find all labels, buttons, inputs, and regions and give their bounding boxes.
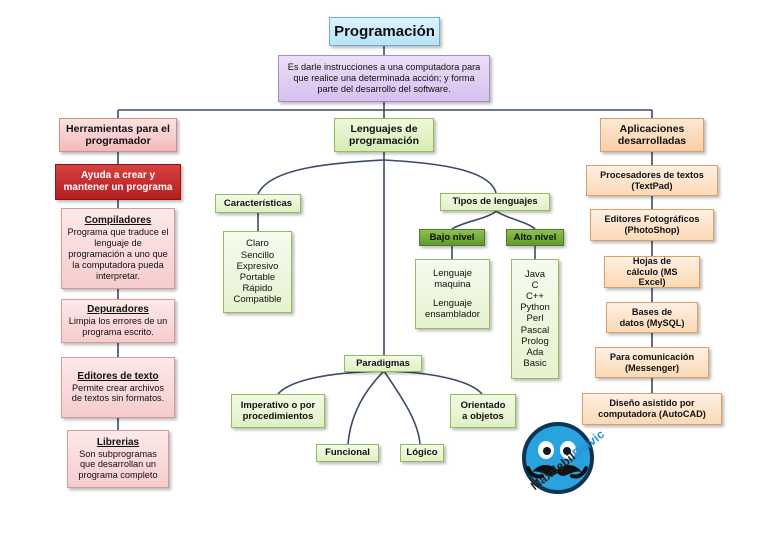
tipos-box: Tipos de lenguajes <box>440 193 550 211</box>
herramientas-intro-box: Ayuda a crear y mantener un programa <box>55 164 181 200</box>
aplicaciones-heading-box: Aplicaciones desarrolladas <box>600 118 704 152</box>
alto-nivel-item: C++ <box>526 290 544 302</box>
editores-texto-title: Editores de texto <box>77 370 159 382</box>
app-autocad-box: Diseño asistido por computadora (AutoCAD… <box>582 393 722 425</box>
bajo-nivel-box: Bajo nivel <box>419 229 485 246</box>
paradigma-funcional: Funcional <box>325 447 370 459</box>
title-box: Programación <box>329 17 440 46</box>
aplicaciones-heading: Aplicaciones desarrolladas <box>617 122 687 147</box>
app-mysql-box: Bases de datos (MySQL) <box>606 302 698 333</box>
editores-texto-box: Editores de texto Permite crear archivos… <box>61 357 175 418</box>
app-excel-box: Hojas de cálculo (MS Excel) <box>604 256 700 288</box>
herramientas-heading: Herramientas para el programador <box>66 122 170 147</box>
caracteristica-item: Claro <box>246 238 269 250</box>
alto-nivel-item: Basic <box>523 358 547 370</box>
caracteristica-item: Rápido <box>242 283 273 295</box>
bajo-nivel-label: Bajo nivel <box>429 231 475 243</box>
app-item: Editores Fotográficos (PhotoShop) <box>604 214 700 235</box>
alto-nivel-label: Alto nivel <box>513 231 557 243</box>
alto-nivel-item: Perl <box>526 313 544 325</box>
paradigma-imperativo-box: Imperativo o por procedimientos <box>231 394 325 428</box>
alto-nivel-box: Alto nivel <box>506 229 564 246</box>
alto-nivel-list: Java C C++ Python Perl Pascal Prolog Ada… <box>511 259 559 379</box>
paradigmas-label: Paradigmas <box>356 357 410 369</box>
herramientas-intro: Ayuda a crear y mantener un programa <box>63 170 173 193</box>
alto-nivel-item: Python <box>520 302 550 314</box>
depuradores-text: Limpia los errores de un programa escrit… <box>68 316 168 337</box>
depuradores-title: Depuradores <box>87 304 149 316</box>
page-title: Programación <box>334 22 435 40</box>
paradigma-imperativo: Imperativo o por procedimientos <box>240 399 316 422</box>
depuradores-box: Depuradores Limpia los errores de un pro… <box>61 299 175 343</box>
alto-nivel-item: Prolog <box>521 335 549 347</box>
compiladores-title: Compiladores <box>84 215 152 227</box>
paradigmas-box: Paradigmas <box>344 355 422 372</box>
caracteristica-item: Expresivo <box>236 260 279 272</box>
caracteristicas-label: Características <box>223 197 293 209</box>
caracteristicas-box: Características <box>215 194 301 213</box>
bajo-nivel-item: Lenguaje ensamblador <box>425 298 480 321</box>
herramientas-heading-box: Herramientas para el programador <box>59 118 177 152</box>
caracteristicas-list: Claro Sencillo Expresivo Portable Rápido… <box>223 231 292 313</box>
definition-box: Es darle instrucciones a una computadora… <box>278 55 490 102</box>
alto-nivel-item: Pascal <box>520 324 550 336</box>
bajo-nivel-list: Lenguaje maquina Lenguaje ensamblador <box>415 259 490 329</box>
compiladores-text: Programa que traduce el lenguaje de prog… <box>67 227 169 281</box>
lenguajes-heading-box: Lenguajes de programación <box>334 118 434 152</box>
app-item: Hojas de cálculo (MS Excel) <box>626 255 678 288</box>
definition-text: Es darle instrucciones a una computadora… <box>287 62 481 94</box>
paradigma-objetos: Orientado a objetos <box>460 399 506 422</box>
lenguajes-heading: Lenguajes de programación <box>348 122 419 147</box>
caracteristica-item: Portable <box>239 272 276 283</box>
compiladores-box: Compiladores Programa que traduce el len… <box>61 208 175 289</box>
librerias-text: Son subprogramas que desarrollan un prog… <box>78 448 158 481</box>
app-item: Bases de datos (MySQL) <box>619 306 685 328</box>
tipos-label: Tipos de lenguajes <box>452 196 538 208</box>
librerias-title: Librerias <box>96 436 140 448</box>
app-messenger-box: Para comunicación (Messenger) <box>595 347 709 378</box>
app-photoshop-box: Editores Fotográficos (PhotoShop) <box>590 209 714 241</box>
caracteristica-item: Compatible <box>233 294 282 306</box>
paradigma-logico: Lógico <box>406 447 438 459</box>
editores-texto-text: Permite crear archivos de textos sin for… <box>71 382 165 404</box>
paradigma-funcional-box: Funcional <box>316 444 379 462</box>
paradigma-logico-box: Lógico <box>400 444 444 462</box>
caracteristica-item: Sencillo <box>240 249 275 261</box>
alto-nivel-item: Ada <box>526 347 544 358</box>
alto-nivel-item: C <box>531 279 539 291</box>
app-item: Procesadores de textos (TextPad) <box>600 169 704 191</box>
paradigma-objetos-box: Orientado a objetos <box>450 394 516 428</box>
app-item: Diseño asistido por computadora (AutoCAD… <box>598 398 706 419</box>
app-textpad-box: Procesadores de textos (TextPad) <box>586 165 718 196</box>
librerias-box: Librerias Son subprogramas que desarroll… <box>67 430 169 488</box>
alto-nivel-item: Java <box>524 268 546 280</box>
bajo-nivel-item: Lenguaje maquina <box>432 267 473 290</box>
app-item: Para comunicación (Messenger) <box>609 351 695 373</box>
mustache-face-logo <box>522 422 594 494</box>
